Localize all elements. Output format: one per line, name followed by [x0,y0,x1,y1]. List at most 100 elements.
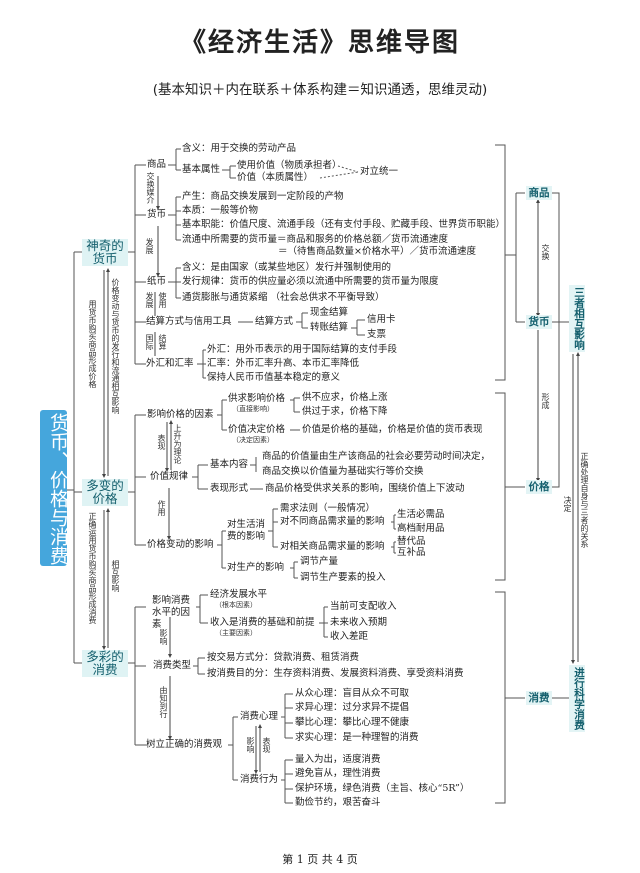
node: 对生活消费的影响 [227,519,266,542]
node: 互补品 [397,547,426,558]
node: 高档耐用品 [397,523,445,534]
relation-label: 作用 [157,500,166,516]
node: 攀比心理：攀比心理不健康 [295,717,410,728]
node: 消费类型 [153,660,192,671]
link-label: 正确运用货币购买商品形成消费 [88,512,97,624]
summary-consume: 消费 [526,691,552,705]
node: 本质：一般等价物 [182,205,259,216]
node: 基本职能：价值尺度、流通手段（还有支付手段、贮藏手段、世界货币职能） [182,219,506,230]
node: 商品价格受供求关系的影响，围绕价值上下波动 [265,483,465,494]
page-footer: 第 1 页 共 4 页 [282,853,358,866]
link-label: 价格变动与货币的发行和流通相互影响 [111,278,120,414]
link-label: 相互影响 [111,560,120,592]
node: ＝（待售商品数量×价格水平）／货币流通速度 [278,246,476,257]
node: 求异心理：过分求异不提倡 [295,702,410,713]
node: 调节产量 [300,556,339,567]
page-subtitle: (基本知识＋内在联系＋体系构建＝知识通透，思维灵动) [152,82,488,98]
node: 收入差距 [330,631,369,642]
node: 影响价格的因素 [147,409,214,420]
node: 消费行为 [240,774,279,785]
node: 影响消费水平的因素 [152,595,191,630]
node: 价值是价格的基础，价格是价值的货币表现 [302,424,483,435]
node: 外汇：用外币表示的用于国际结算的支付手段 [207,344,398,355]
node: 保持人民币币值基本稳定的意义 [207,372,341,383]
node: 生活必需品 [397,509,445,520]
node: 调节生产要素的投入 [300,572,386,583]
node: 价值决定价格 [228,424,286,435]
note: （根本因素） [215,601,257,609]
node: 发行规律：货币的供应量必须以流通中所需要的货币量为限度 [182,276,439,287]
relation-label: 影响 [246,737,255,753]
note: （决定因素） [232,436,274,444]
node: 供过于求，价格下降 [302,406,388,417]
relation-label: 结算 [158,334,167,350]
node: 勤俭节约，艰苦奋斗 [295,797,381,808]
relation-label: 国际 [145,334,154,350]
node: 量入为出，适度消费 [295,754,381,765]
node: 流通中所需要的货币量＝商品和服务的价格总额／货币流通速度 [182,234,449,245]
relation-label: 交换 [541,244,550,260]
node: 对生产的影响 [227,562,285,573]
node: 使用价值（物质承担者） [237,160,342,171]
node: 价值（本质属性） [237,172,314,183]
node: 供求影响价格 [228,393,286,404]
relation-label: 决定 [563,496,572,512]
node: 对相关商品需求量的影响 [280,541,385,552]
relation-label: 正确处理自身与三者的关系 [580,452,589,548]
node: 需求法则（一般情况） [280,503,376,514]
node: 树立正确的消费观 [146,739,223,750]
relation-label: 发展 [145,292,154,308]
node: 支票 [367,329,387,340]
node: 汇率：外币汇率升高、本币汇率降低 [207,358,360,369]
relation-label: 交换媒介 [146,172,155,204]
node: 对不同商品需求量的影响 [280,516,385,527]
node: 商品 [147,159,167,170]
page-title: 《经济生活》思维导图 [179,28,460,58]
relation-label: 表现 [262,737,271,753]
node: 信用卡 [367,314,396,325]
node: 未来收入预期 [330,617,388,628]
central-topic: 货币、价格与消费 [40,410,69,566]
summary-interact: 三者相互影响 [569,285,585,352]
node: 对立统一 [360,166,399,177]
link-label: 用货币购买商品形成价格 [88,300,97,388]
note: （直接影响） [232,405,274,413]
relation-label: 影响 [159,629,168,645]
summary-money: 货币 [526,315,552,329]
node: 基本属性 [182,164,221,175]
node: 通货膨胀与通货紧缩 （社会总供求不平衡导致） [182,292,385,303]
node: 消费心理 [240,711,279,722]
node: 价值规律 [150,471,189,482]
relation-label: 由知到行 [159,686,168,718]
node: 商品交换以价值量为基础实行等价交换 [262,466,424,477]
node: 按交易方式分：贷款消费、租赁消费 [207,652,360,663]
node: 结算方式 [255,316,294,327]
node: 外汇和汇率 [146,358,194,369]
node: 保护环境，绿色消费（主旨、核心“5R”） [295,783,470,794]
node: 货币 [147,209,167,220]
relation-label: 发展 [145,238,154,254]
relation-label: 形成 [541,393,550,409]
summary-goods: 商品 [526,186,552,200]
summary-price: 价格 [526,480,552,494]
summary-science: 进行科学消费 [569,665,585,732]
node: 纸币 [147,276,167,287]
node: 替代品 [397,536,426,547]
node: 产生：商品交换发展到一定阶段的产物 [182,191,344,202]
node: 价格变动的影响 [147,539,214,550]
node: 结算方式与信用工具 [146,316,232,327]
node: 含义：是由国家（或某些地区）发行并强制使用的 [182,262,392,273]
node: 转账结算 [310,322,349,333]
node: 求实心理：是一种理智的消费 [295,732,419,743]
node: 收入是消费的基础和前提 [210,617,315,628]
topic-variable-price: 多变的价格 [82,479,128,506]
node: 经济发展水平 [210,589,268,600]
topic-magic-money: 神奇的货币 [82,239,128,266]
note: （主要因素） [215,629,257,637]
node: 按消费目的分：生存资料消费、发展资料消费、享受资料消费 [207,668,464,679]
topic-colorful-consumption: 多彩的消费 [82,650,128,677]
relation-label: 上升为理论 [173,424,182,464]
node: 商品的价值量由生产该商品的社会必要劳动时间决定， [262,451,491,462]
relation-label: 表现 [157,434,166,450]
